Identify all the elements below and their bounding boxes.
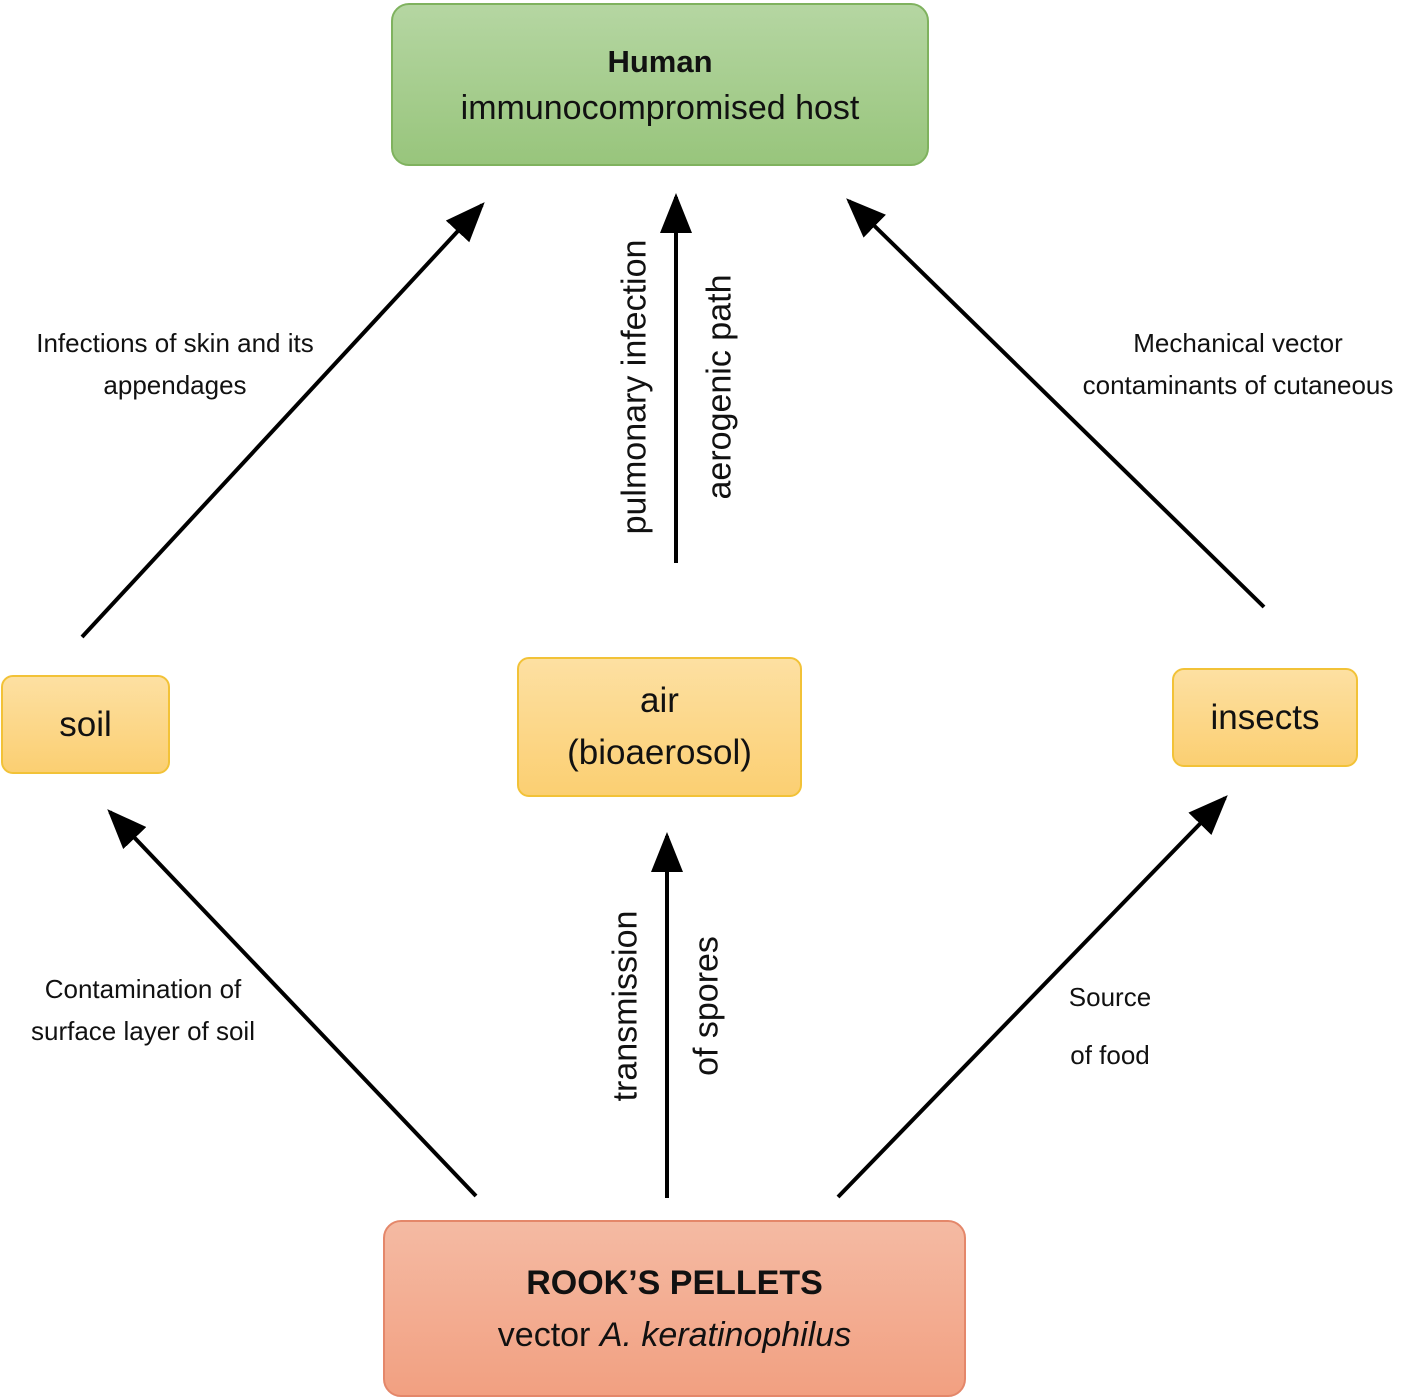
node-human: Human immunocompromised host xyxy=(391,3,929,166)
edge-label-line: surface layer of soil xyxy=(31,1016,255,1046)
node-rook-pellets: ROOK’S PELLETS vector A. keratinophilus xyxy=(383,1220,966,1397)
insects-label: insects xyxy=(1210,697,1320,737)
node-insects: insects xyxy=(1172,668,1358,767)
air-label-line1: air xyxy=(640,681,679,720)
edge-label-insects-to-human: Mechanical vector contaminants of cutane… xyxy=(1059,322,1417,406)
edge-label-line: Mechanical vector xyxy=(1133,328,1343,358)
rook-title: ROOK’S PELLETS xyxy=(526,1263,823,1302)
edge-label-rook-to-air-line2: of spores xyxy=(687,936,726,1076)
edge-label-rook-to-insects: Source of food xyxy=(1050,968,1170,1084)
edge-label-line: of food xyxy=(1070,1040,1150,1070)
arrow-rook-to-soil xyxy=(107,809,478,1198)
arrow-insects-to-human xyxy=(846,198,1266,609)
node-soil: soil xyxy=(1,675,170,774)
edge-label-line: Infections of skin and its xyxy=(36,328,314,358)
edge-label-line: appendages xyxy=(103,370,247,400)
edge-label-line: Source xyxy=(1068,982,1152,1012)
arrow-soil-to-human xyxy=(80,202,485,639)
edge-label-line: Contamination of xyxy=(44,974,242,1004)
arrow-rook-to-insects xyxy=(836,795,1228,1199)
human-subtitle: immunocompromised host xyxy=(460,88,860,127)
edge-label-air-to-human-line2: aerogenic path xyxy=(700,274,739,500)
edge-label-line: contaminants of cutaneous xyxy=(1082,370,1394,400)
air-label-line2: (bioaerosol) xyxy=(567,733,752,772)
edge-label-air-to-human-line1: pulmonary infection xyxy=(615,239,654,535)
rook-subtitle: vector A. keratinophilus xyxy=(498,1309,851,1361)
edge-label-rook-to-air-line1: transmission xyxy=(606,910,645,1102)
edge-label-rook-to-soil: Contamination of surface layer of soil xyxy=(14,968,272,1052)
soil-label: soil xyxy=(59,704,112,744)
human-title: Human xyxy=(607,43,713,79)
node-air: air (bioaerosol) xyxy=(517,657,802,797)
rook-subtitle-prefix: vector xyxy=(497,1315,600,1354)
edge-label-soil-to-human: Infections of skin and its appendages xyxy=(16,322,334,406)
rook-subtitle-species: A. keratinophilus xyxy=(599,1315,852,1354)
